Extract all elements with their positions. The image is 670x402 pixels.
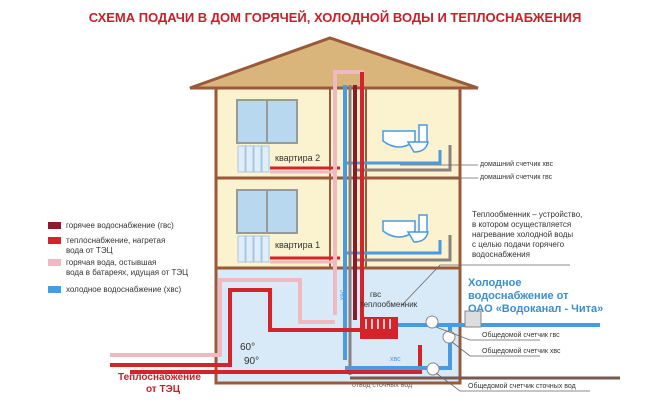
sewage-label: отвод сточных вод [352,382,413,389]
building-meter-hot-label: Общедомой счетчик гвс [482,332,560,339]
heat-supply-label: Теплоснабжение от ТЭЦ [118,372,201,396]
diagram-title: СХЕМА ПОДАЧИ В ДОМ ГОРЯЧЕЙ, ХОЛОДНОЙ ВОД… [88,10,582,25]
legend-label: горячее водоснабжение (гвс) [66,221,174,230]
text-line: нагревание холодной воды [472,230,574,239]
legend-label: холодное водоснабжение (хвс) [66,285,182,294]
meter [425,310,482,376]
home-meter-cold-label: домашний счетчик хвс [480,161,554,168]
legend-label: вода в батареях, идущая от ТЭЦ [66,268,189,277]
text-line: с целью подачи горячего [472,240,565,249]
legend-item-hot-water: горячее водоснабжение (гвс) [48,221,174,231]
legend-item-cold-water: холодное водоснабжение (хвс) [48,285,181,295]
radiator [237,145,270,263]
text-line: ОАО «Водоканал - Чита» [468,303,604,315]
heat-exchanger [360,317,398,339]
temp-60-label: 60° [240,342,256,353]
cold-supply-label: Холодное водоснабжение от ОАО «Водоканал… [468,277,603,316]
exchanger-description: Теплообменник – устройство, в котором ос… [472,210,582,260]
text-line: от ТЭЦ [145,384,180,395]
exchanger-label: теплообменник [360,300,418,309]
legend-label: горячая вода, остывшая [66,258,157,267]
window [236,99,298,234]
apartment-1-label: квартира 1 [275,240,321,250]
text-line: Теплоснабжение [118,372,201,383]
temp-90-label: 90° [244,356,260,367]
hvs-vertical-label: хвс [339,289,347,301]
text-line: водоснабжения [472,250,530,259]
gvs-label: гвс [370,290,382,299]
text-line: водоснабжение от [468,290,569,302]
bathroom-fixtures [382,124,429,243]
legend-label: теплоснабжение, нагретая [66,236,166,245]
building-meter-cold-label: Общедомой счетчик хвс [482,348,561,355]
legend-label: вода от ТЭЦ [66,246,113,255]
building-meter-sewage-label: Общедомой счетчик сточных вод [468,383,576,390]
text-line: Холодное [468,277,522,289]
text-line: Теплообменник – устройство, [472,210,583,219]
home-meter-hot-label: домашний счетчик гвс [480,174,553,181]
apartment-2-label: квартира 2 [275,153,321,163]
hvs-label: хвс [390,356,401,363]
text-line: в котором осуществляется [472,220,572,229]
